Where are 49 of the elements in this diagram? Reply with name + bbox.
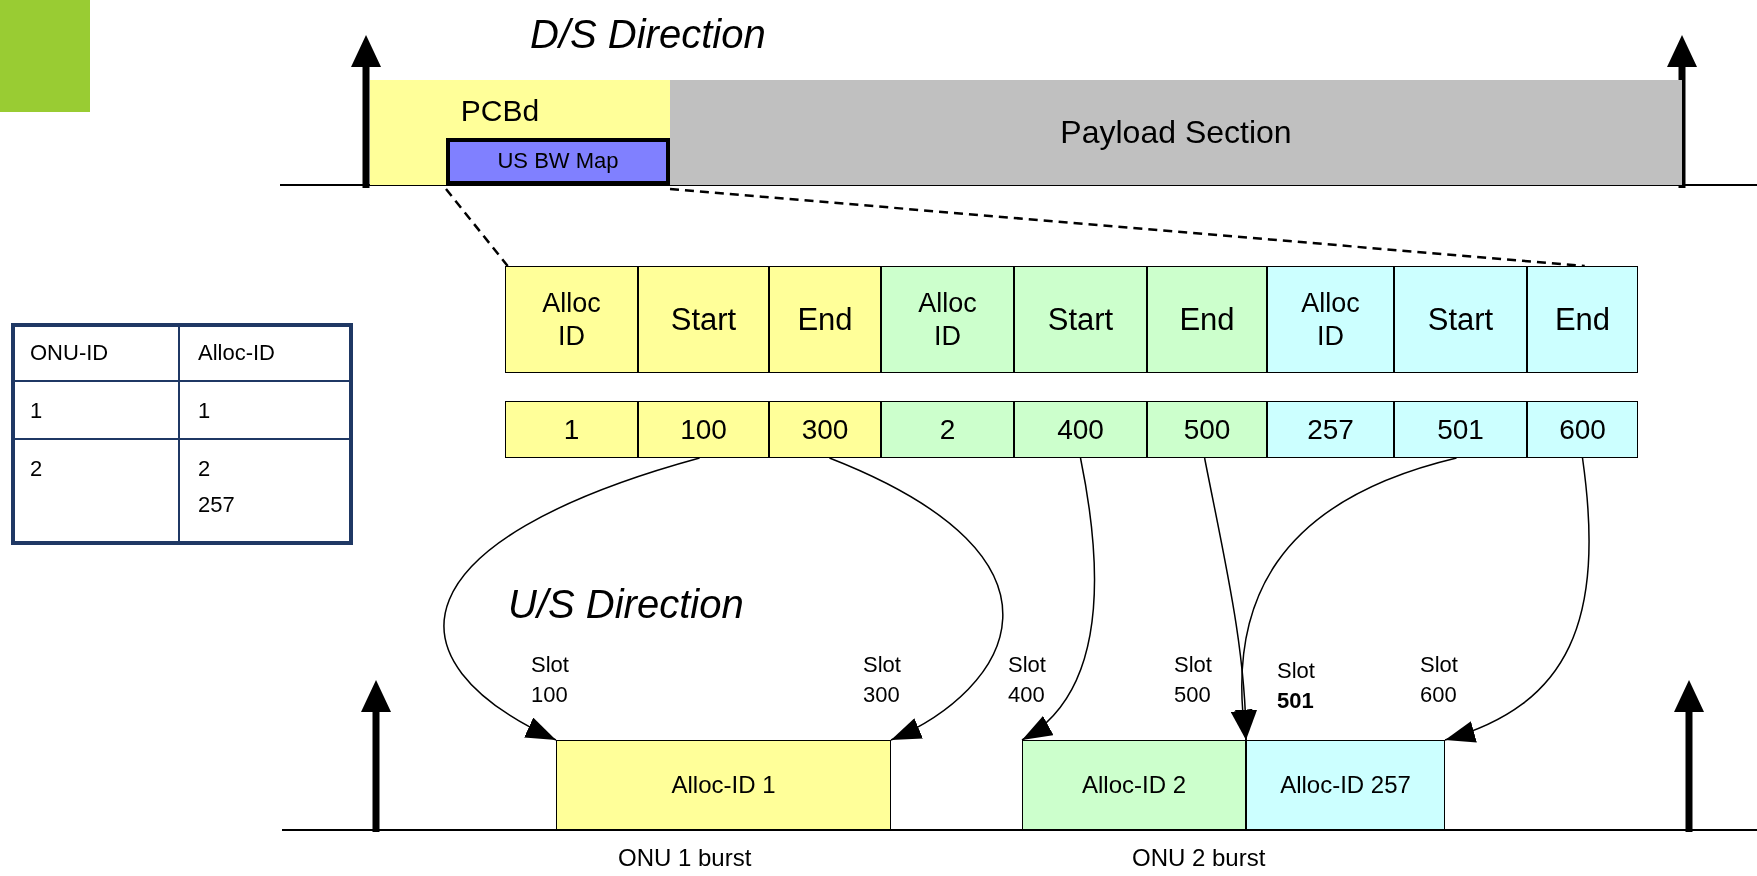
table-header-cell: Start (1014, 266, 1147, 373)
table-value-cell: 501 (1394, 401, 1527, 458)
box-heading: PCBd (460, 94, 540, 128)
table-value: 257 (198, 492, 235, 518)
section-heading: D/S Direction (530, 12, 766, 57)
header-section-box (370, 80, 670, 185)
table-header-cell: Start (638, 266, 769, 373)
table-value: 1 (30, 398, 43, 424)
burst-caption: ONU 1 burst (618, 844, 752, 872)
zoom-guide-line (445, 188, 509, 267)
table-value: 2 (30, 456, 43, 482)
arrow (1021, 457, 1096, 741)
table-header-cell: Alloc ID (1267, 266, 1394, 373)
table-value-cell: 400 (1014, 401, 1147, 458)
table-header-cell: End (1147, 266, 1267, 373)
map-field-box: US BW Map (446, 138, 670, 185)
arrow (443, 457, 701, 741)
slot-label: Slot 400 (1008, 651, 1047, 709)
table-header: Alloc-ID (198, 340, 275, 366)
table-header: ONU-ID (30, 340, 109, 366)
section-heading: U/S Direction (508, 582, 744, 627)
table-value-cell: 500 (1147, 401, 1267, 458)
slot-label: Slot 100 (531, 651, 570, 709)
table-header-cell: Alloc ID (881, 266, 1014, 373)
table-header-cell: Start (1394, 266, 1527, 373)
arrow (828, 457, 1004, 741)
table-value-cell: 100 (638, 401, 769, 458)
burst-box: Alloc-ID 257 (1246, 740, 1445, 830)
table-value: 2 (198, 456, 211, 482)
table-header-cell: Alloc ID (505, 266, 638, 373)
table-header-cell: End (769, 266, 881, 373)
burst-box: Alloc-ID 1 (556, 740, 891, 830)
slot-label: Slot 501 (1277, 657, 1316, 715)
table-value-cell: 1 (505, 401, 638, 458)
table-value: 1 (198, 398, 211, 424)
burst-caption: ONU 2 burst (1132, 844, 1266, 872)
slot-label: Slot 500 (1174, 651, 1213, 709)
arrow (1231, 457, 1458, 741)
burst-box: Alloc-ID 2 (1022, 740, 1246, 830)
payload-box: Payload Section (670, 80, 1682, 185)
zoom-guide-line (669, 187, 1585, 268)
slot-label: Slot 300 (863, 651, 902, 709)
arrow (1444, 457, 1590, 741)
table-value-cell: 257 (1267, 401, 1394, 458)
slot-label: Slot 600 (1420, 651, 1459, 709)
table-value-cell: 600 (1527, 401, 1638, 458)
table-value-cell: 300 (769, 401, 881, 458)
table-header-cell: End (1527, 266, 1638, 373)
table-value-cell: 2 (881, 401, 1014, 458)
